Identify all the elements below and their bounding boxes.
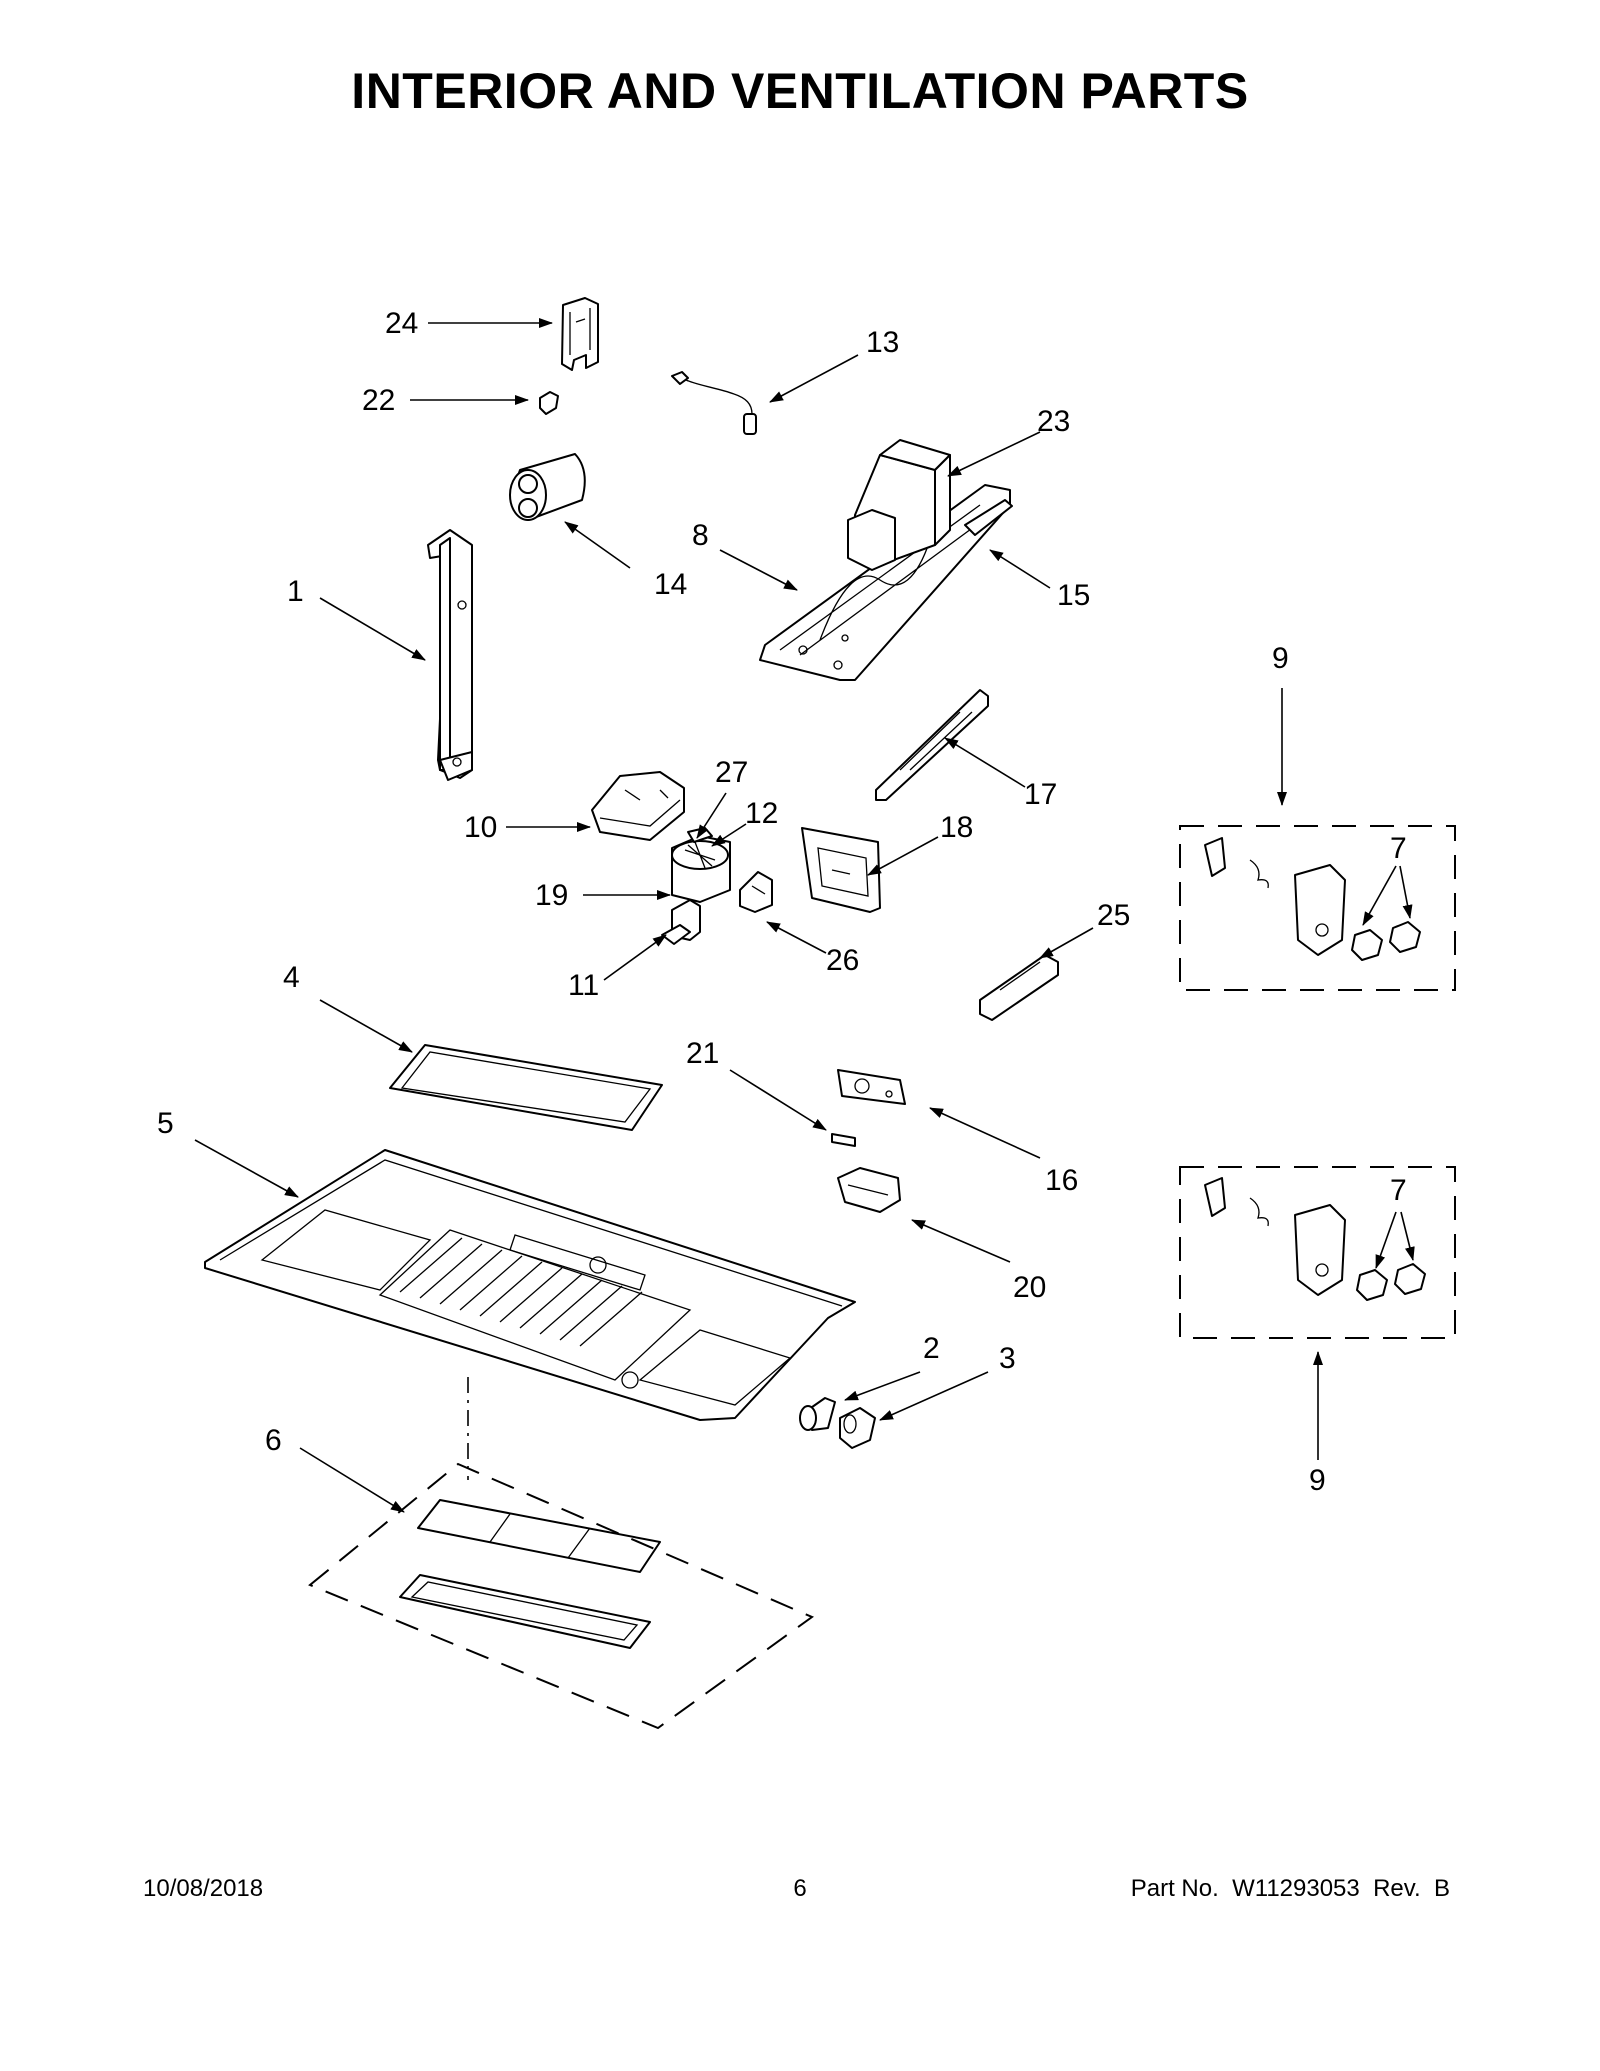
callout-26: 26 — [826, 944, 859, 977]
part-3-socket — [839, 1407, 876, 1449]
callout-12: 12 — [745, 797, 778, 830]
part-17-rail — [875, 689, 989, 801]
callout-23: 23 — [1037, 405, 1070, 438]
callout-18: 18 — [940, 811, 973, 844]
callout-3: 3 — [999, 1342, 1016, 1375]
part-14-capacitor — [509, 453, 586, 521]
part-9-latch-assembly-bottom — [1179, 1166, 1456, 1339]
callout-20: 20 — [1013, 1271, 1046, 1304]
callout-16: 16 — [1045, 1164, 1078, 1197]
leader-lines — [194, 318, 1415, 1730]
part-9-latch-assembly-top — [1179, 825, 1456, 991]
callout-22: 22 — [362, 384, 395, 417]
part-15-bracket — [964, 499, 1013, 536]
part-13-sensor — [671, 371, 757, 435]
part-19-fan-motor — [671, 835, 731, 903]
callout-7-bottom: 7 — [1390, 1174, 1407, 1207]
callout-6: 6 — [265, 1424, 282, 1457]
callout-17: 17 — [1024, 778, 1057, 811]
footer-date: 10/08/2018 — [143, 1875, 264, 1902]
callout-2: 2 — [923, 1332, 940, 1365]
callout-25: 25 — [1097, 899, 1130, 932]
footer-page-number: 6 — [793, 1875, 807, 1902]
part-11-mount — [661, 899, 701, 945]
callout-19: 19 — [535, 879, 568, 912]
part-26-bracket — [739, 871, 773, 913]
part-6-filter-assembly — [399, 1499, 661, 1649]
part-23-transformer — [847, 439, 951, 571]
callout-7-top: 7 — [1390, 832, 1407, 865]
callout-10: 10 — [464, 811, 497, 844]
callout-27: 27 — [715, 756, 748, 789]
page-title: INTERIOR AND VENTILATION PARTS — [351, 63, 1249, 119]
callout-9-top: 9 — [1272, 642, 1289, 675]
part-4-filter — [389, 1044, 663, 1131]
part-21-pin — [831, 1133, 856, 1147]
callout-1: 1 — [287, 575, 304, 608]
part-20-switch — [837, 1167, 901, 1213]
part-24-bracket — [561, 297, 599, 371]
callout-24: 24 — [385, 307, 418, 340]
callout-13: 13 — [866, 326, 899, 359]
callout-14: 14 — [654, 568, 687, 601]
part-2-bulb — [799, 1397, 836, 1431]
footer-part-number: Part No. W11293053 Rev. B — [1130, 1875, 1450, 1902]
part-16-plate — [837, 1069, 906, 1105]
callout-9-bottom: 9 — [1309, 1464, 1326, 1497]
part-10-housing — [591, 771, 685, 841]
callout-8: 8 — [692, 519, 709, 552]
callout-21: 21 — [686, 1037, 719, 1070]
callout-numbers: 24 22 13 23 14 8 15 1 9 17 7 27 12 18 10… — [157, 307, 1407, 1497]
part-1-bracket — [427, 529, 473, 781]
callout-5: 5 — [157, 1107, 174, 1140]
part-25-sensor-bar — [979, 954, 1059, 1021]
part-22-clip — [539, 391, 559, 415]
callout-4: 4 — [283, 961, 300, 994]
part-5-cavity-plate — [204, 1149, 856, 1421]
part-18-plate — [801, 827, 881, 913]
callout-15: 15 — [1057, 579, 1090, 612]
callout-11: 11 — [568, 969, 599, 1002]
